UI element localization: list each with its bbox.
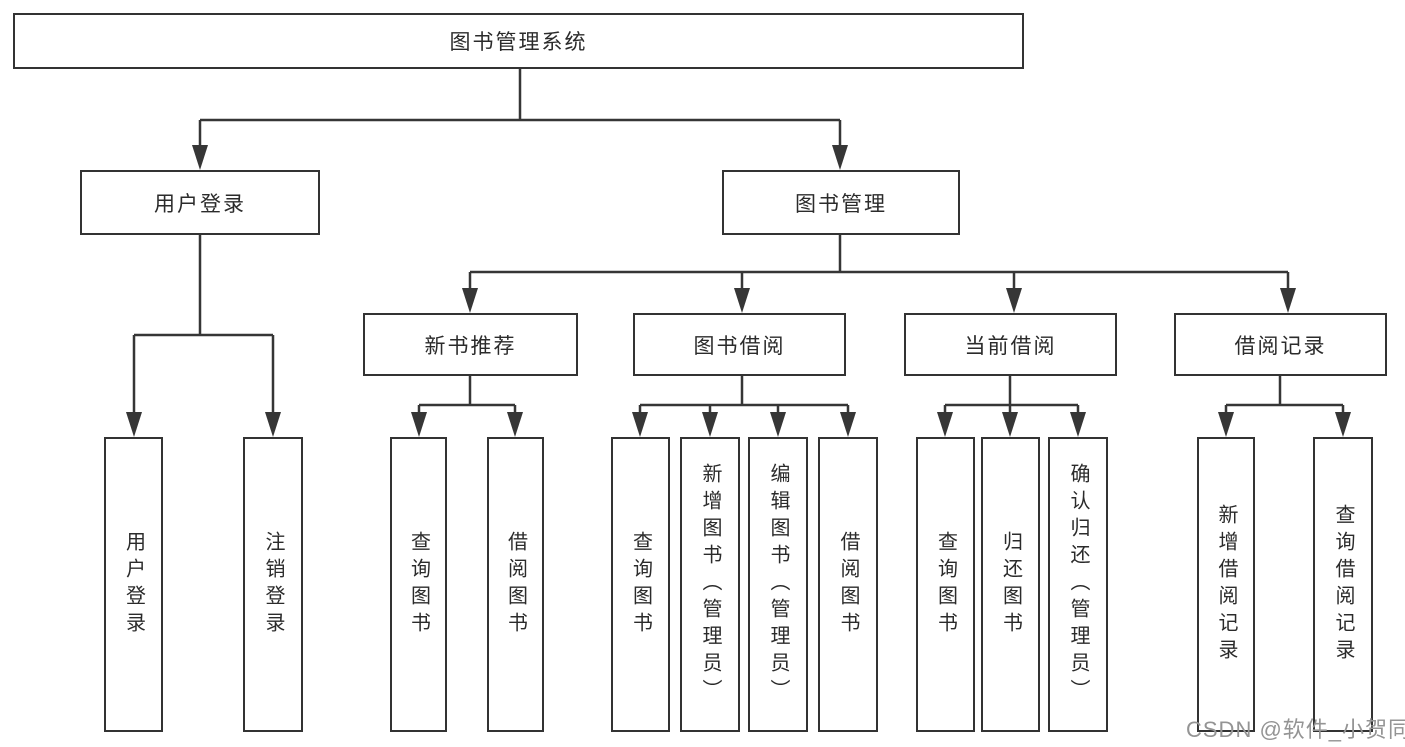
node-book-borrow: 图书借阅: [633, 313, 846, 376]
node-current-borrow-label: 当前借阅: [964, 334, 1057, 358]
node-borrow-records-label: 借阅记录: [1234, 334, 1327, 358]
node-book-management: 图书管理: [722, 170, 960, 235]
node-current-borrow: 当前借阅: [904, 313, 1117, 376]
node-book-borrow-label: 图书借阅: [693, 334, 786, 358]
leaf-edit-book-admin-label: 编辑图书（管理员）: [767, 463, 789, 706]
leaf-borrow-book-label: 借阅图书: [837, 530, 859, 639]
tree-edges: [132, 69, 1345, 415]
leaf-query-book-borrow-label: 查询图书: [629, 530, 652, 639]
leaf-add-borrow-record-label: 新增借阅记录: [1215, 503, 1237, 666]
leaf-query-borrow-record-label: 查询借阅记录: [1332, 503, 1354, 666]
csdn-watermark: CSDN @软件_小贺同学: [1186, 717, 1405, 742]
leaf-borrow-book: 借阅图书: [818, 437, 878, 732]
leaf-query-book-borrow: 查询图书: [611, 437, 670, 732]
leaf-add-borrow-record: 新增借阅记录: [1197, 437, 1255, 732]
leaf-confirm-return-admin: 确认归还（管理员）: [1048, 437, 1108, 732]
node-user-login-label: 用户登录: [154, 192, 246, 216]
node-new-book-recommend-label: 新书推荐: [424, 334, 517, 358]
leaf-return-book: 归还图书: [981, 437, 1040, 732]
leaf-borrow-book-recommend-label: 借阅图书: [504, 530, 527, 639]
leaf-borrow-book-recommend: 借阅图书: [487, 437, 544, 732]
leaf-query-book-current-label: 查询图书: [934, 530, 957, 639]
leaf-logout: 注销登录: [243, 437, 303, 732]
node-borrow-records: 借阅记录: [1174, 313, 1387, 376]
arrowheads: [126, 145, 1351, 437]
leaf-query-book-recommend: 查询图书: [390, 437, 447, 732]
leaf-logout-label: 注销登录: [262, 530, 284, 639]
leaf-return-book-label: 归还图书: [999, 530, 1022, 639]
leaf-query-book-recommend-label: 查询图书: [407, 530, 430, 639]
leaf-user-login-label: 用户登录: [122, 530, 145, 639]
leaf-user-login: 用户登录: [104, 437, 163, 732]
node-root-label: 图书管理系统: [449, 31, 588, 54]
leaf-add-book-admin-label: 新增图书（管理员）: [699, 463, 721, 706]
leaf-query-book-current: 查询图书: [916, 437, 975, 732]
leaf-query-borrow-record: 查询借阅记录: [1313, 437, 1373, 732]
leaf-confirm-return-admin-label: 确认归还（管理员）: [1067, 463, 1089, 706]
node-book-management-label: 图书管理: [795, 192, 887, 216]
leaf-add-book-admin: 新增图书（管理员）: [680, 437, 740, 732]
node-user-login: 用户登录: [80, 170, 320, 235]
leaf-edit-book-admin: 编辑图书（管理员）: [748, 437, 808, 732]
node-new-book-recommend: 新书推荐: [363, 313, 578, 376]
node-root: 图书管理系统: [13, 13, 1024, 69]
